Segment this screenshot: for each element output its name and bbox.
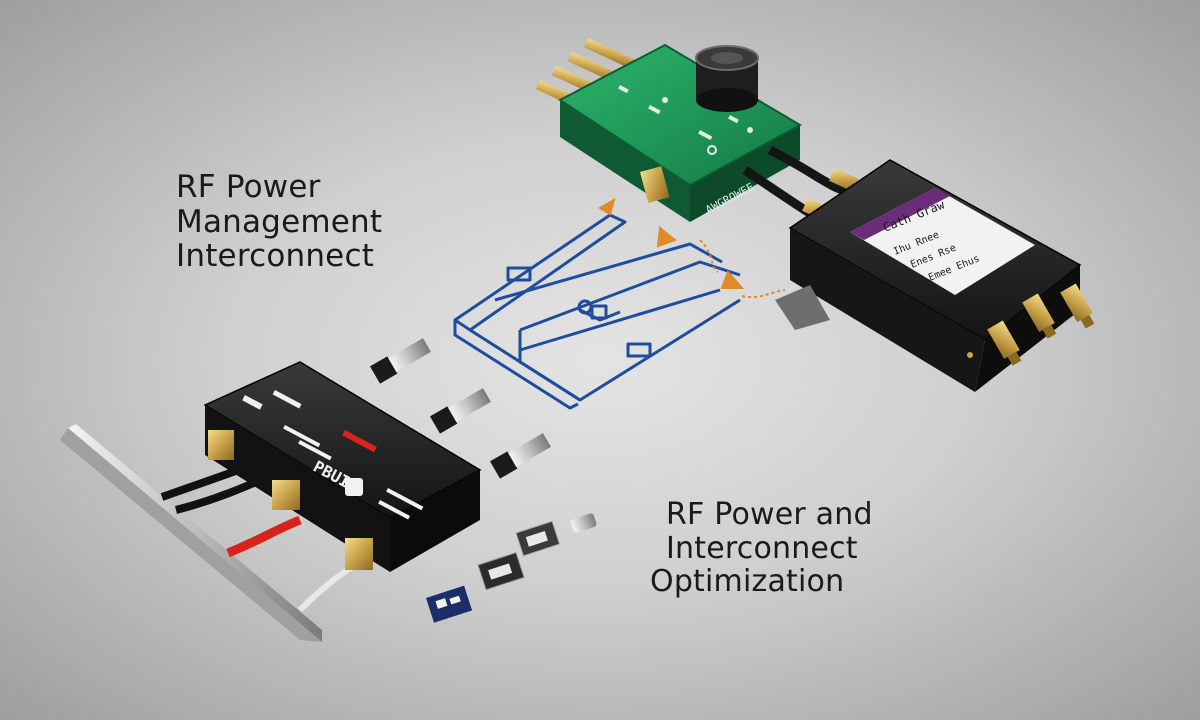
caption-left-line: Interconnect <box>176 238 375 275</box>
black-rf-module: Cath Graw Ihu Rnee Enes Rse Emee Ehus <box>775 159 1095 392</box>
interconnect-traces <box>453 213 741 410</box>
sma-connector <box>640 166 670 203</box>
caption-right-line: RF Power and <box>666 497 873 532</box>
signal-arrows <box>598 197 786 299</box>
module-label: Cath Graw Ihu Rnee Enes Rse Emee Ehus <box>850 188 1035 295</box>
block-sma-connectors <box>208 430 373 570</box>
caption-left-line: RF Power <box>176 169 321 205</box>
barrel-connectors <box>370 338 551 479</box>
pci-bracket <box>60 424 322 642</box>
caption-right-line: Interconnect <box>666 530 858 566</box>
caption-right-line: Optimization <box>650 564 845 600</box>
pci-rf-block: PBUIE <box>203 338 551 572</box>
module-sma-connectors <box>967 283 1095 366</box>
caption-right: RF Power and Interconnect Optimization <box>650 498 873 599</box>
caption-left-line: Management <box>176 203 383 240</box>
green-pcb-board: AWGROWEE <box>535 38 861 235</box>
caption-left: RF Power Management Interconnect <box>176 170 382 274</box>
capacitor <box>695 45 759 112</box>
smd-components <box>426 513 597 623</box>
